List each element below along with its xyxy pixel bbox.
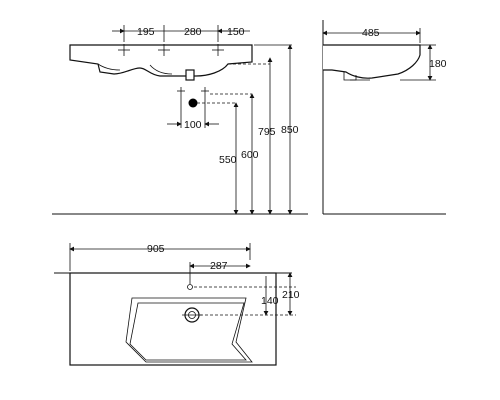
dim-front-left-spacing: 195 (137, 26, 155, 38)
dim-front-right-spacing: 150 (227, 26, 245, 38)
front-vertical-dimensions (197, 44, 293, 215)
bowl-outer (125, 297, 253, 363)
wall-connection-detail (167, 87, 219, 128)
dim-plan-hole-offset: 287 (210, 260, 228, 272)
drain-outlet-front (185, 69, 195, 81)
dim-drain-height: 550 (219, 154, 237, 166)
side-view: 485 180 (322, 20, 447, 215)
basin-front-inner-mid (149, 64, 173, 75)
dim-top-height: 850 (281, 124, 299, 136)
basin-front-inner-left (97, 63, 121, 71)
dim-plan-width: 905 (147, 243, 165, 255)
dim-bottom-height: 795 (258, 126, 276, 138)
drain-pipe-icon (188, 98, 198, 108)
dim-side-height: 180 (429, 58, 447, 70)
dim-side-depth: 485 (362, 27, 380, 39)
plan-view: 905 287 140 210 (54, 243, 300, 366)
dim-tap-height: 600 (241, 149, 259, 161)
front-view: 195 280 150 100 550 600 795 (52, 25, 308, 215)
dim-drain-offset: 100 (184, 119, 202, 131)
basin-side-body (323, 44, 421, 79)
tap-hole-plan (187, 284, 193, 290)
front-top-dimension-chain (112, 25, 250, 42)
basin-front-body (69, 44, 253, 77)
dim-plan-hole-offset-y: 210 (282, 289, 300, 301)
bowl-inner (129, 302, 247, 361)
dim-plan-drain-offset: 140 (261, 295, 279, 307)
tap-hole-markers (118, 44, 224, 56)
dim-front-mid-spacing: 280 (184, 26, 202, 38)
